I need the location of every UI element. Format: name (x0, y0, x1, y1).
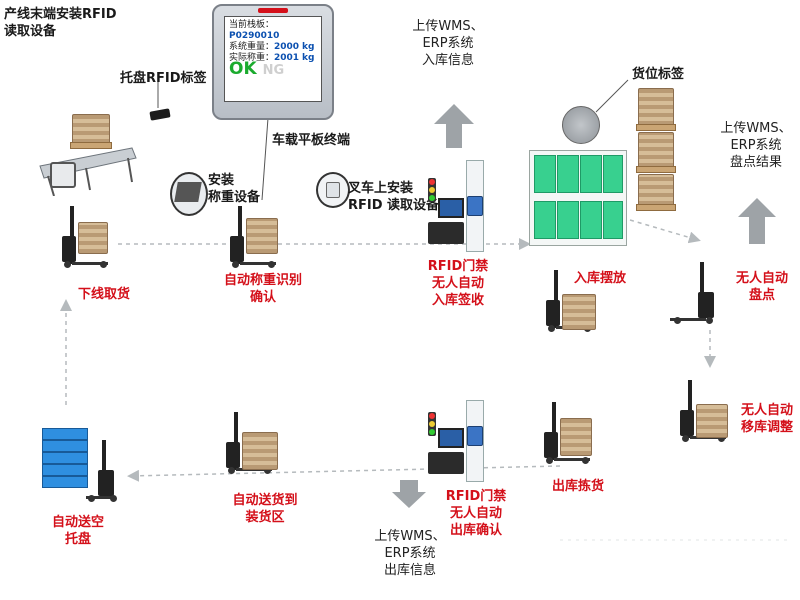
forklift-rfid-label: 叉车上安装 RFID 读取设备 (348, 181, 440, 213)
step-auto-relocate: 无人自动 移库调整 (740, 403, 793, 435)
stacked-pallet (636, 124, 676, 131)
upload-outbound-text: 上传WMS、 ERP系统 出库信息 (374, 529, 446, 578)
shelf-cell (534, 201, 556, 239)
pointer-line-tablet (261, 117, 269, 201)
shelf-cell (557, 155, 579, 193)
forklift-icon (544, 402, 592, 464)
pallet-goods (562, 294, 596, 330)
forklift-icon (86, 440, 134, 502)
tablet-brand-mark (258, 8, 288, 13)
line-end-title: 产线末端安装RFID 读取设备 (4, 7, 117, 39)
pallet-goods (246, 218, 278, 254)
pallet-goods (696, 404, 728, 438)
conveyor-pallet (70, 142, 112, 149)
upload-inventory-text: 上传WMS、 ERP系统 盘点结果 (720, 121, 792, 170)
step-auto-deliver: 自动送货到 装货区 (232, 493, 298, 525)
shelf-cell (580, 201, 602, 239)
rfid-reader-icon (50, 162, 76, 188)
tablet-line-1: 当前栈板： (229, 20, 275, 30)
location-tag-icon (562, 106, 600, 144)
system-weight-label: 系统重量： (229, 42, 275, 52)
download-arrow-icon (392, 480, 426, 508)
computer-icon (438, 428, 464, 448)
flow-line-shelf-inventory (629, 219, 701, 244)
forklift-icon (670, 262, 718, 324)
weigh-device-label: 安装 称重设备 (208, 173, 261, 205)
computer-icon (438, 198, 464, 218)
rfid-gate-reader-icon (467, 426, 483, 446)
step-rfid-outbound: RFID门禁 无人自动 出库确认 (445, 489, 507, 538)
system-weight-unit: kg (301, 42, 315, 52)
tablet-icon: 当前栈板： P0290010 系统重量：2000 kg 实际称重：2001 kg… (212, 4, 334, 120)
flow-line-bottom (127, 465, 561, 482)
scale-inner-icon (174, 182, 202, 202)
step-offline-pickup: 下线取货 (77, 287, 130, 302)
ng-indicator: NG (262, 63, 285, 78)
forklift-rfid-reader-icon (316, 172, 350, 208)
upload-inbound-text: 上传WMS、 ERP系统 入库信息 (412, 19, 484, 68)
stacked-goods (638, 88, 674, 126)
tablet-actual-weight: 实际称重：2001 kg (229, 53, 317, 64)
system-weight-value: 2000 (274, 42, 300, 52)
traffic-light-icon (428, 412, 436, 436)
step-auto-weigh: 自动称重识别 确认 (223, 273, 302, 305)
pallet-goods (242, 432, 278, 470)
step-auto-empty-pallet: 自动送空 托盘 (51, 515, 104, 547)
upload-arrow-icon (738, 198, 776, 244)
stacked-goods (638, 132, 674, 168)
pointer-line-location-tag (595, 79, 629, 113)
stacked-pallet (636, 166, 676, 173)
stacked-pallet (636, 204, 676, 211)
tablet-status: OK NG (229, 61, 317, 78)
tablet-pallet-id: P0290010 (229, 31, 280, 41)
step-outbound-pick: 出库拣货 (551, 479, 604, 494)
shelf-icon (529, 150, 627, 246)
shelf-cell (534, 155, 556, 193)
actual-weight-label: 实际称重： (229, 53, 275, 63)
stacked-goods (638, 174, 674, 206)
upload-arrow-icon (434, 104, 474, 148)
actual-weight-unit: kg (301, 53, 315, 63)
shelf-cell (557, 201, 579, 239)
shelf-cell (580, 155, 602, 193)
traffic-light-icon (428, 178, 436, 202)
computer-desk-icon (428, 452, 464, 474)
conveyor-goods (72, 114, 110, 144)
step-rfid-inbound: RFID门禁 无人自动 入库签收 (427, 259, 489, 308)
shelf-cell (603, 201, 623, 239)
computer-desk-icon (428, 222, 464, 244)
rfid-gate-reader-icon (467, 196, 483, 216)
blue-pallet-icon (42, 428, 90, 488)
pallet-goods (560, 418, 592, 456)
pallet-tag-label: 托盘RFID标签 (120, 71, 207, 86)
actual-weight-value: 2001 (274, 53, 300, 63)
forklift-icon (230, 206, 278, 268)
ok-indicator: OK (229, 59, 257, 79)
tablet-system-weight: 系统重量：2000 kg (229, 42, 317, 53)
pallet-goods (78, 222, 108, 254)
forklift-icon (62, 206, 110, 268)
location-tag-label: 货位标签 (632, 67, 685, 82)
step-auto-inventory: 无人自动 盘点 (735, 271, 788, 303)
step-inbound-place: 入库摆放 (573, 271, 626, 286)
tablet-caption: 车载平板终端 (272, 133, 351, 148)
shelf-cell (603, 155, 623, 193)
tablet-screen: 当前栈板： P0290010 系统重量：2000 kg 实际称重：2001 kg… (224, 16, 322, 102)
